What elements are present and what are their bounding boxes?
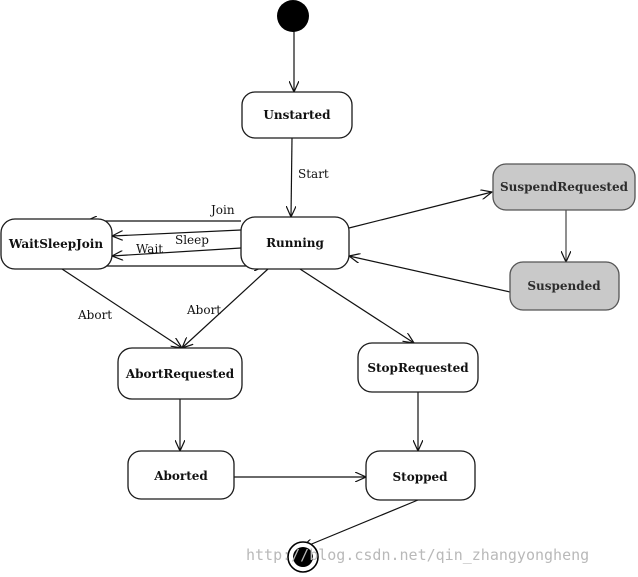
- edge-running-to-abortrequested: [182, 268, 269, 348]
- edge-waitsleepjoin-to-abortrequested: [61, 268, 182, 348]
- edge-label-start: Start: [298, 167, 329, 181]
- state-label: WaitSleepJoin: [8, 237, 103, 251]
- state-suspendrequested: SuspendRequested: [492, 163, 636, 211]
- state-label: Suspended: [527, 279, 601, 293]
- state-stopped: Stopped: [365, 450, 476, 501]
- edge-stopped-to-final: [302, 499, 419, 548]
- state-aborted: Aborted: [127, 450, 235, 500]
- edge-sleep: [112, 229, 242, 236]
- watermark-text: http://blog.csdn.net/qin_zhangyongheng: [246, 546, 589, 564]
- edge-label-sleep: Sleep: [175, 233, 209, 247]
- edge-wait: [112, 247, 242, 256]
- edge-label-abort-right: Abort: [186, 303, 221, 317]
- state-suspended: Suspended: [509, 261, 620, 311]
- state-label: Aborted: [153, 469, 208, 483]
- edge-running-to-suspendrequested: [348, 192, 492, 229]
- edge-suspended-to-running: [349, 256, 511, 293]
- state-running: Running: [240, 216, 350, 270]
- state-abortrequested: AbortRequested: [117, 347, 243, 400]
- edge-unstarted-to-running: [291, 137, 292, 217]
- state-unstarted: Unstarted: [241, 91, 353, 139]
- initial-node: [277, 0, 309, 32]
- state-stoprequested: StopRequested: [357, 342, 479, 393]
- final-node-dot: [293, 547, 313, 567]
- state-label: AbortRequested: [125, 367, 235, 381]
- edge-label-join: Join: [209, 203, 235, 217]
- edge-label-wait: Wait: [136, 242, 163, 256]
- edge-label-abort-left: Abort: [77, 308, 112, 322]
- state-label: Stopped: [392, 470, 448, 484]
- state-label: StopRequested: [367, 361, 469, 375]
- state-label: Unstarted: [263, 108, 331, 122]
- state-label: Running: [266, 236, 324, 250]
- edge-running-to-stoprequested: [299, 268, 414, 343]
- state-label: SuspendRequested: [500, 180, 629, 194]
- state-waitsleepjoin: WaitSleepJoin: [0, 218, 113, 270]
